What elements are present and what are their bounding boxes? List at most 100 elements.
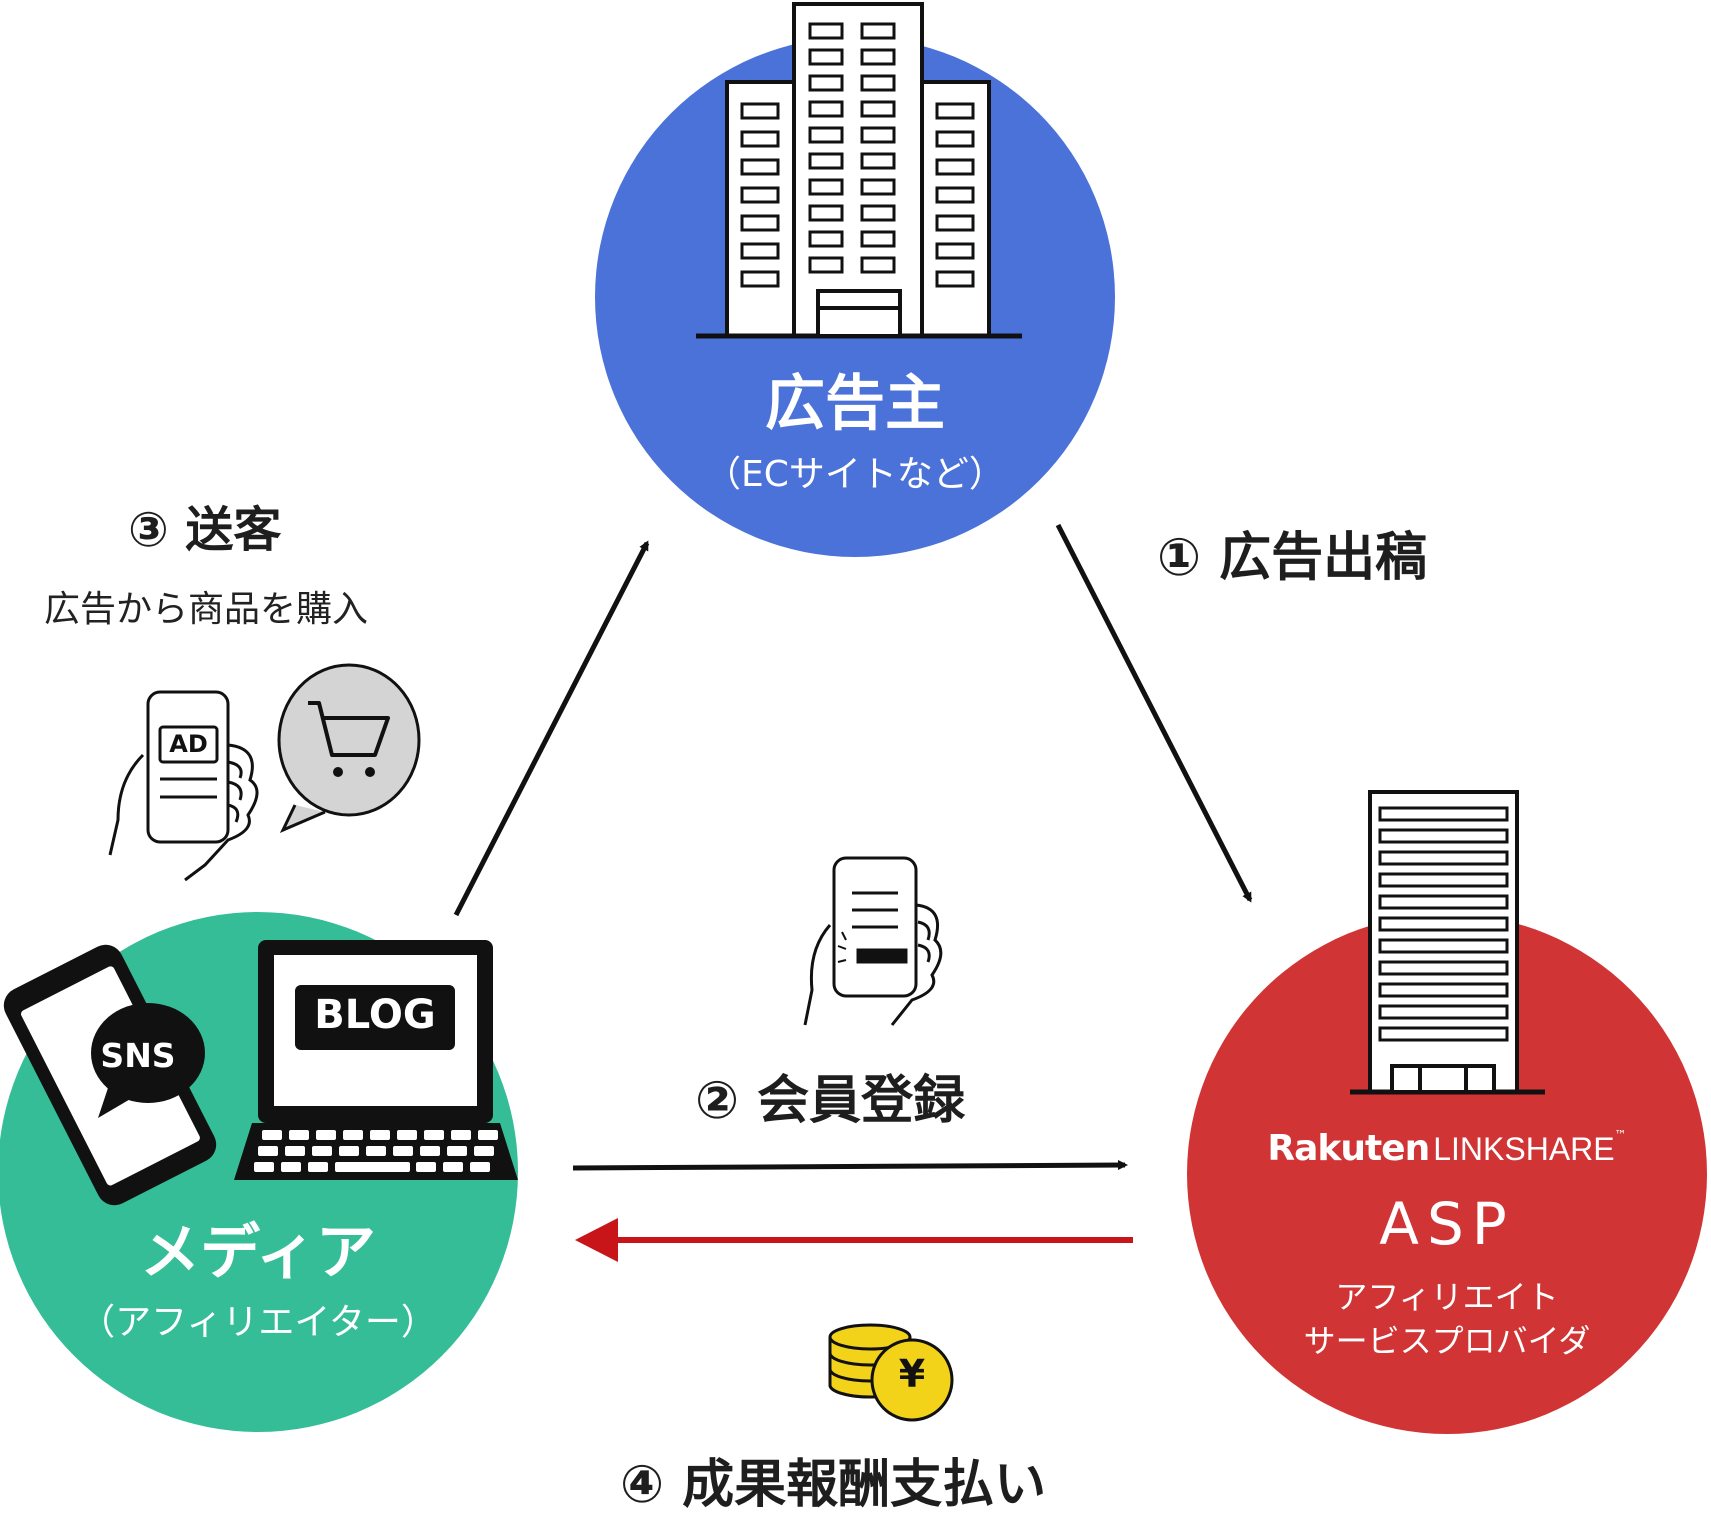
tower-floor bbox=[1378, 1026, 1509, 1042]
laptop-key bbox=[424, 1130, 444, 1140]
building-window bbox=[860, 204, 896, 222]
building-window bbox=[808, 126, 844, 144]
building-window bbox=[860, 230, 896, 248]
step4-label: ④ 成果報酬支払い bbox=[620, 1455, 1047, 1515]
laptop-key bbox=[285, 1146, 305, 1156]
building-window bbox=[935, 242, 975, 260]
laptop-key bbox=[281, 1162, 301, 1172]
laptop-key bbox=[316, 1130, 336, 1140]
asp-circle bbox=[1187, 914, 1707, 1434]
yen-symbol: ¥ bbox=[898, 1352, 926, 1396]
laptop-key bbox=[470, 1162, 490, 1172]
laptop-key bbox=[443, 1162, 463, 1172]
building-window bbox=[740, 270, 780, 288]
logo-linkshare: LINKSHARE bbox=[1433, 1131, 1615, 1167]
building-window bbox=[935, 130, 975, 148]
building-window bbox=[808, 230, 844, 248]
laptop-key bbox=[339, 1146, 359, 1156]
laptop-key bbox=[258, 1146, 278, 1156]
tower-floor bbox=[1378, 982, 1509, 998]
building-window bbox=[860, 74, 896, 92]
building-window bbox=[740, 242, 780, 260]
asp-subtitle-line2: サービスプロバイダ bbox=[1303, 1322, 1591, 1360]
building-window bbox=[808, 74, 844, 92]
step2-label: ② 会員登録 bbox=[695, 1071, 966, 1131]
media-subtitle: （アフィリエイター） bbox=[79, 1302, 437, 1343]
phone-signup-icon bbox=[803, 856, 943, 1026]
logo-rakuten: Rakuten bbox=[1267, 1128, 1430, 1169]
building-window bbox=[808, 100, 844, 118]
ad-phone-icon bbox=[108, 690, 259, 882]
tower-floor bbox=[1378, 1004, 1509, 1020]
media-phone-badge: SNS bbox=[100, 1036, 176, 1075]
laptop-key bbox=[254, 1162, 274, 1172]
step3-label: ③ 送客 bbox=[128, 502, 282, 558]
laptop-key bbox=[474, 1146, 494, 1156]
building-window bbox=[935, 270, 975, 288]
building-window bbox=[860, 48, 896, 66]
tower-floor bbox=[1378, 850, 1509, 866]
tower-floor bbox=[1378, 938, 1509, 954]
building-window bbox=[860, 22, 896, 40]
building-window bbox=[740, 214, 780, 232]
media-title: メディア bbox=[140, 1218, 376, 1288]
arrow-media-to-asp bbox=[572, 1160, 1128, 1171]
building-window bbox=[808, 22, 844, 40]
laptop-key bbox=[262, 1130, 282, 1140]
building-window bbox=[935, 102, 975, 120]
media-laptop-screen-label: BLOG bbox=[314, 992, 436, 1038]
building-window bbox=[860, 100, 896, 118]
asp-title: ASP bbox=[1379, 1190, 1515, 1258]
building-window bbox=[808, 178, 844, 196]
asp-subtitle-line1: アフィリエイト bbox=[1335, 1278, 1559, 1316]
logo-tm: ™ bbox=[1614, 1128, 1627, 1142]
tower-floor bbox=[1378, 828, 1509, 844]
step3-sublabel: 広告から商品を購入 bbox=[44, 589, 369, 630]
arrow-advertiser-to-asp bbox=[1055, 523, 1253, 903]
arrow-media-to-advertiser bbox=[453, 540, 650, 917]
building-window bbox=[860, 256, 896, 274]
laptop-key bbox=[343, 1130, 363, 1140]
building-window bbox=[740, 130, 780, 148]
advertiser-subtitle: （ECサイトなど） bbox=[705, 454, 1005, 495]
building-window bbox=[808, 48, 844, 66]
building-window bbox=[860, 178, 896, 196]
building-window bbox=[935, 186, 975, 204]
laptop-key bbox=[393, 1146, 413, 1156]
building-window bbox=[860, 152, 896, 170]
office-building-icon bbox=[696, 2, 1022, 339]
laptop-key bbox=[397, 1130, 417, 1140]
building-window bbox=[808, 256, 844, 274]
tower-building-icon bbox=[1350, 790, 1545, 1095]
laptop-key bbox=[312, 1146, 332, 1156]
laptop-key bbox=[451, 1130, 471, 1140]
tower-floor bbox=[1378, 872, 1509, 888]
laptop-key bbox=[308, 1162, 328, 1172]
laptop-key bbox=[420, 1146, 440, 1156]
advertiser-title: 広告主 bbox=[765, 369, 945, 439]
cart-bubble-icon bbox=[277, 663, 421, 833]
smartphone-icon bbox=[3, 944, 217, 1206]
tower-floor bbox=[1378, 806, 1509, 822]
ad-badge-text: AD bbox=[169, 730, 208, 758]
laptop-key bbox=[478, 1130, 498, 1140]
building-window bbox=[808, 152, 844, 170]
building-window bbox=[935, 214, 975, 232]
laptop-key bbox=[370, 1130, 390, 1140]
tower-floor bbox=[1378, 960, 1509, 976]
building-window bbox=[935, 158, 975, 176]
laptop-key bbox=[416, 1162, 436, 1172]
laptop-spacebar bbox=[335, 1162, 410, 1172]
laptop-key bbox=[447, 1146, 467, 1156]
tower-floor bbox=[1378, 916, 1509, 932]
laptop-key bbox=[289, 1130, 309, 1140]
step1-label: ① 広告出稿 bbox=[1157, 528, 1428, 588]
building-window bbox=[740, 102, 780, 120]
building-window bbox=[808, 204, 844, 222]
laptop-icon bbox=[234, 940, 518, 1180]
building-window bbox=[740, 158, 780, 176]
laptop-key bbox=[366, 1146, 386, 1156]
